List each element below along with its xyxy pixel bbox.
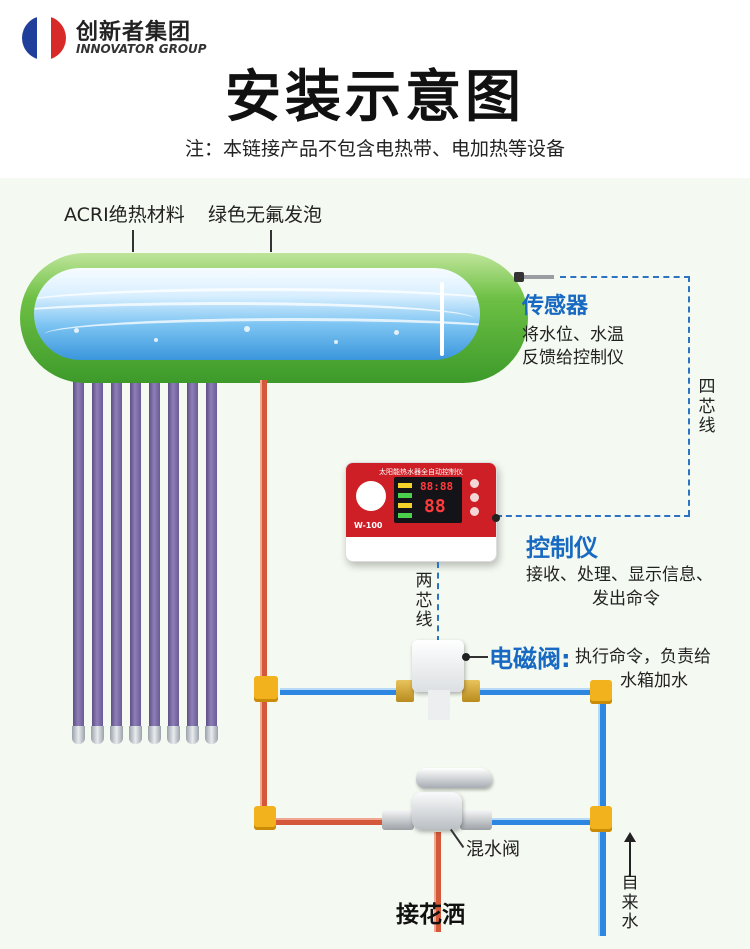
insulation-leader	[132, 230, 134, 252]
tube-cap	[129, 726, 142, 744]
vacuum-tube	[168, 378, 179, 738]
mixing-valve-handle	[416, 768, 492, 788]
cold-water-pipe	[598, 700, 606, 808]
cold-water-pipe	[280, 688, 410, 695]
sensor-desc-2: 反馈给控制仪	[522, 348, 624, 368]
vacuum-tube	[206, 378, 217, 738]
mixer-leader	[450, 828, 465, 849]
tube-cap	[91, 726, 104, 744]
two-core-wire-label: 两芯线	[415, 571, 433, 631]
four-core-wire	[560, 276, 690, 278]
controller-screen: 88:88 88	[394, 477, 462, 523]
valve-desc-2: 水箱加水	[620, 671, 688, 691]
sensor-probe	[514, 270, 560, 282]
shower-pipe	[434, 832, 441, 932]
tap-water-arrow-icon	[624, 832, 636, 876]
page-title: 安装示意图	[225, 65, 525, 130]
vacuum-tube	[187, 378, 198, 738]
valve-desc-1: 执行命令，负责给	[575, 647, 711, 667]
vacuum-tube	[149, 378, 160, 738]
tube-cap	[148, 726, 161, 744]
cold-water-pipe	[466, 688, 596, 695]
tube-cap	[186, 726, 199, 744]
mixing-valve	[412, 792, 462, 830]
vacuum-tube	[111, 378, 122, 738]
hot-water-pipe	[260, 700, 267, 816]
cold-water-pipe	[486, 818, 592, 825]
tee-fitting	[590, 806, 612, 832]
display-time: 88:88	[420, 480, 454, 493]
four-core-wire	[688, 276, 690, 516]
brand-name: 创新者集团	[76, 20, 192, 45]
controller-desc-1: 接收、处理、显示信息、	[526, 565, 713, 585]
display-temp: 88	[424, 496, 446, 517]
tube-cap	[205, 726, 218, 744]
solenoid-valve	[412, 640, 464, 692]
vacuum-tube	[92, 378, 103, 738]
mixer-label: 混水阀	[466, 839, 520, 860]
valve-connector	[462, 680, 480, 702]
elbow-fitting	[590, 680, 612, 704]
page-note: 注：本链接产品不包含电热带、电加热等设备	[184, 138, 565, 160]
tube-cap	[72, 726, 85, 744]
mixer-nut	[382, 810, 414, 830]
controller-pointer-dot	[492, 514, 500, 522]
valve-pointer-dot	[462, 653, 470, 661]
valve-connector	[396, 680, 414, 702]
insulation-label: ACRI绝热材料	[64, 204, 185, 226]
tap-water-label: 自来水	[621, 873, 639, 933]
controller-button[interactable]	[470, 479, 479, 488]
header: 创新者集团 INNOVATOR GROUP 安装示意图 注：本链接产品不包含电热…	[0, 0, 750, 178]
controller-model: W-100	[354, 521, 383, 530]
tube-cap	[110, 726, 123, 744]
four-core-wire	[496, 515, 690, 517]
controller-desc-2: 发出命令	[592, 589, 660, 609]
controller-title: 控制仪	[526, 534, 598, 562]
sensor-desc-1: 将水位、水温	[522, 325, 624, 345]
france-flag-icon	[22, 16, 66, 60]
tank-water	[34, 268, 480, 360]
controller-device: 太阳能热水器全自动控制仪 88:88 88 W-100	[345, 462, 497, 562]
shower-label: 接花洒	[396, 902, 465, 928]
hot-water-pipe	[268, 818, 388, 825]
elbow-fitting	[254, 806, 276, 830]
controller-button[interactable]	[470, 493, 479, 502]
four-core-wire-label: 四芯线	[698, 377, 716, 437]
foam-label: 绿色无氟发泡	[208, 204, 323, 226]
tee-fitting	[254, 676, 278, 702]
controller-button[interactable]	[470, 507, 479, 516]
tube-cap	[167, 726, 180, 744]
solenoid-valve-body	[428, 690, 450, 720]
mixer-nut	[460, 810, 492, 830]
vacuum-tube	[73, 378, 84, 738]
vacuum-tube	[130, 378, 141, 738]
sensor-title: 传感器	[522, 294, 589, 319]
foam-leader	[270, 230, 272, 252]
two-core-wire	[437, 562, 439, 642]
hot-water-pipe	[260, 380, 267, 692]
valve-title: 电磁阀:	[489, 645, 571, 673]
valve-leader	[466, 656, 488, 658]
tap-water-pipe	[598, 832, 606, 936]
brand-name-en: INNOVATOR GROUP	[76, 42, 207, 56]
